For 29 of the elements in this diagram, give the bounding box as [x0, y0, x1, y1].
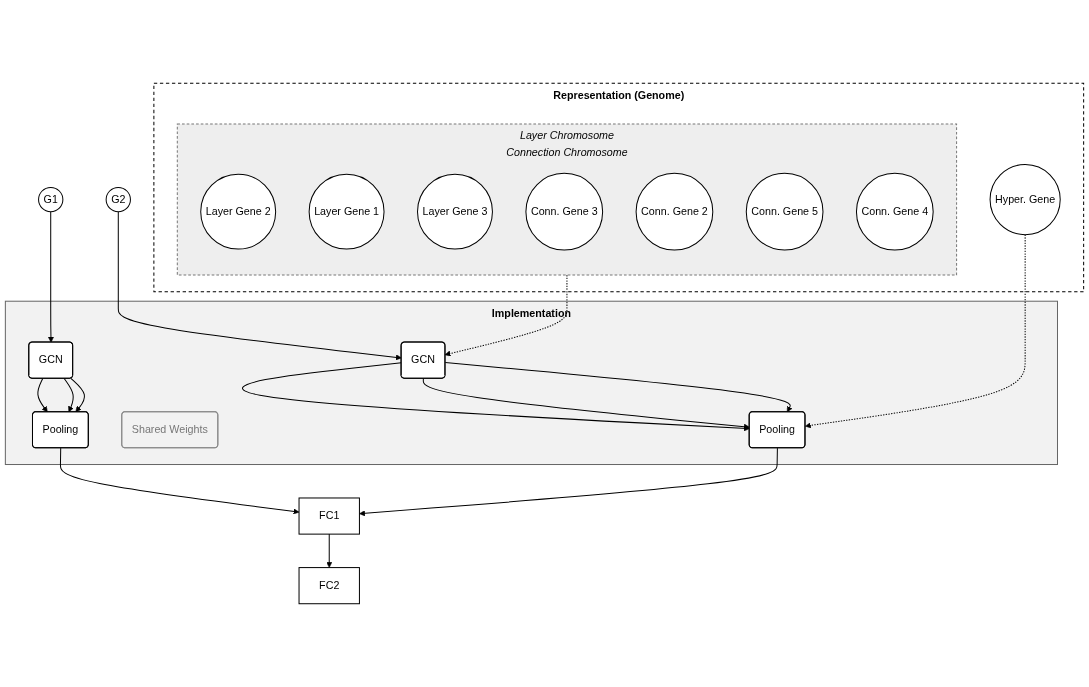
gene-circle: Conn. Gene 2 — [635, 172, 714, 251]
gene-circle: Layer Gene 3 — [417, 173, 493, 250]
gcn-box: GCN — [28, 341, 74, 379]
gene-circle: Conn. Gene 3 — [525, 172, 604, 251]
arrow — [70, 377, 85, 413]
shared-weights-box: Shared Weights — [121, 411, 219, 449]
pooling-box: Pooling — [748, 411, 806, 449]
gene-circle: Layer Gene 2 — [200, 173, 277, 250]
gene-circle: Conn. Gene 4 — [855, 172, 934, 251]
gcn-box: GCN — [400, 341, 446, 379]
arrow — [63, 378, 74, 413]
arrow — [444, 362, 793, 413]
input-circle: G1 — [38, 186, 64, 213]
arrow — [326, 533, 333, 568]
gene-circle: Hyper. Gene — [989, 164, 1061, 236]
fc-layer-box: FC1 — [298, 497, 360, 535]
arrow — [48, 211, 54, 343]
arrow — [117, 211, 402, 361]
arrow — [37, 378, 48, 413]
gene-circle: Conn. Gene 5 — [745, 172, 824, 251]
gene-circle: Layer Gene 1 — [308, 173, 385, 250]
arrow — [359, 447, 778, 517]
arrow — [444, 274, 568, 357]
arrow — [59, 447, 300, 515]
pooling-box: Pooling — [32, 411, 89, 449]
arrow — [805, 234, 1026, 429]
fc-layer-box: FC2 — [298, 567, 360, 605]
input-circle: G2 — [105, 186, 131, 213]
arrow — [422, 378, 750, 430]
